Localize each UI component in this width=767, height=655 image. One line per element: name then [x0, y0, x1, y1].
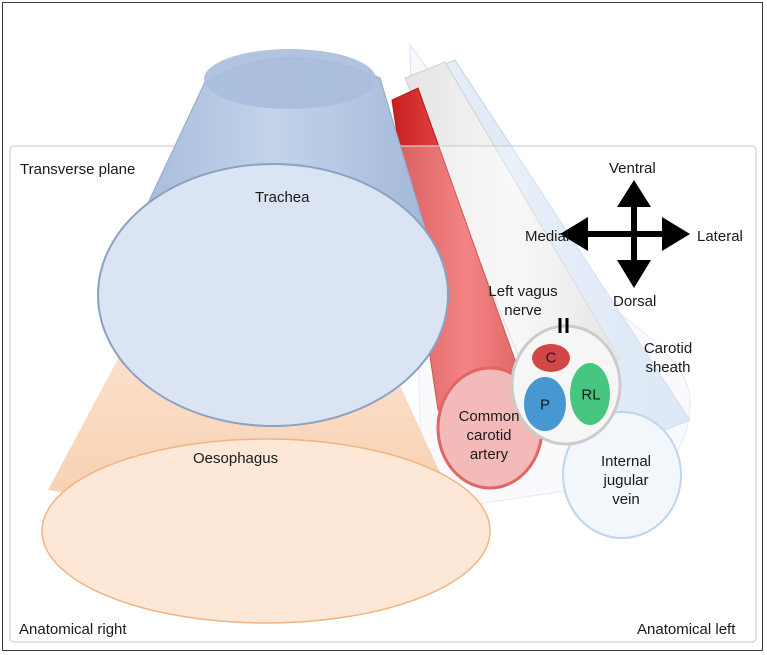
trachea-label: Trachea [255, 189, 310, 206]
vagus-nerve-label-line: Left vagus [488, 283, 558, 300]
ventral-label: Ventral [609, 160, 656, 177]
plane-title: Transverse plane [20, 161, 136, 178]
vagus-nerve-label: Left vagus nerve [480, 282, 566, 320]
medial-arrowhead [560, 217, 588, 251]
fascicle-rl [570, 363, 610, 425]
anatomical-left-label: Anatomical left [637, 621, 736, 638]
vagus-nerve-label-line: nerve [504, 302, 542, 319]
jugular-vein-label-line: jugular [603, 472, 649, 489]
carotid-artery-label-line: artery [469, 446, 509, 463]
nerve-cross-section [510, 324, 622, 446]
jugular-vein-label-line: vein [612, 491, 640, 508]
ventral-arrowhead [617, 180, 651, 207]
carotid-sheath-label-line: Carotid [643, 340, 693, 357]
jugular-vein-label: Internal jugular vein [590, 452, 662, 509]
carotid-sheath-label: Carotid sheath [632, 339, 704, 377]
carotid-artery-label: Common carotid artery [448, 407, 530, 464]
fascicle-p-label: P [539, 396, 551, 414]
carotid-artery-label-line: carotid [466, 427, 512, 444]
trachea [97, 49, 449, 427]
fascicle-rl-label: RL [581, 386, 601, 404]
medial-label: Medial [525, 228, 570, 245]
carotid-sheath-label-line: sheath [645, 359, 691, 376]
direction-arrows [560, 180, 690, 288]
lateral-arrowhead [662, 217, 690, 251]
dorsal-arrowhead [617, 260, 651, 288]
jugular-vein-label-line: Internal [600, 453, 652, 470]
lateral-label: Lateral [697, 228, 743, 245]
nerve-marker-bars [558, 318, 569, 333]
dorsal-label: Dorsal [613, 293, 657, 310]
carotid-artery-label-line: Common [458, 408, 520, 425]
anatomical-right-label: Anatomical right [19, 621, 127, 638]
fascicle-p [524, 377, 566, 431]
fascicle-c [532, 344, 570, 372]
fascicle-c-label: C [545, 349, 557, 367]
oesophagus-label: Oesophagus [193, 450, 279, 467]
